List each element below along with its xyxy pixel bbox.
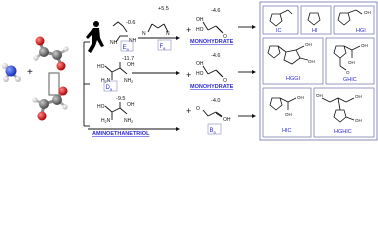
da-label-box [103, 80, 118, 92]
svg-text:OH: OH [355, 94, 362, 99]
nh-label: NH [110, 40, 118, 46]
aminoethanetriol-label: AMINOETHANETRIOL [92, 131, 150, 137]
svg-text:OH: OH [364, 10, 371, 15]
carbon-atom [52, 95, 62, 105]
svg-text:OH: OH [297, 95, 304, 100]
energy-minus-11-7: -11.7 [122, 56, 134, 62]
ho-label: HO [196, 27, 204, 33]
nh2-label: NH2 [124, 118, 133, 124]
ba-label-box [207, 123, 222, 135]
ea-label-box [120, 40, 134, 52]
oxygen-atom [58, 86, 68, 96]
reaction-scheme-figure: + [2, 1, 378, 141]
svg-text:OH: OH [305, 42, 312, 47]
oxygen-atom [37, 111, 47, 121]
arrow-head [176, 36, 180, 40]
aminoethanetriol-structure [104, 102, 128, 120]
product-hi-box: HI [300, 5, 332, 35]
energy-minus-4-6-mid: -4.6 [211, 53, 220, 59]
svg-text:O: O [346, 70, 350, 75]
carbon-atom [39, 47, 49, 57]
product-hghic-box: OH OH OH HGHIC [313, 87, 375, 138]
energy-minus-0-6: -0.6 [126, 20, 135, 26]
ho-label: HO [97, 104, 105, 110]
product-hic-label: HIC [282, 128, 292, 134]
nitrogen-atom [5, 65, 17, 77]
oh-label: OH [127, 102, 135, 108]
o-label: O [223, 78, 227, 84]
product-hic-box: OH OH HIC [262, 87, 312, 138]
monohydrate-top-label: MONOHYDRATE [190, 39, 234, 45]
svg-text:OH: OH [355, 118, 362, 123]
o-label: O [223, 34, 227, 40]
ba-label: Ba [210, 128, 217, 135]
hydrogen-atom [15, 76, 21, 82]
ho-label: HO [97, 64, 105, 70]
oh-label: OH [196, 17, 204, 23]
hydrogen-atom [3, 76, 9, 82]
pathway-branch-lines [83, 41, 90, 127]
top-reactant-structure [112, 21, 128, 43]
oh-label: OH [196, 61, 204, 67]
ammonia-3d-model [2, 63, 21, 82]
product-ghic-box: OH OH O GHIC [325, 37, 375, 85]
energy-minus-9-5: -9.5 [116, 96, 125, 102]
product-ghic-label: GHIC [343, 77, 357, 83]
plus-sign: + [186, 106, 191, 116]
products-panel [259, 1, 378, 141]
n-label: N [142, 31, 146, 37]
o-label: O [196, 106, 200, 112]
product-ic-label: IC [276, 28, 282, 34]
hydroxyacetaldehyde-structure [202, 109, 223, 118]
energy-minus-4-6-top: -4.6 [211, 8, 220, 14]
svg-text:OH: OH [316, 93, 323, 98]
monohydrate-mid-label: MONOHYDRATE [190, 84, 234, 90]
product-hi-label: HI [312, 28, 318, 34]
svg-text:OH: OH [308, 59, 315, 64]
oxygen-atom [56, 61, 66, 71]
energy-minus-4-0: -4.0 [211, 98, 220, 104]
product-hggi-label: HGGI [286, 76, 301, 82]
plus-sign: + [186, 70, 191, 80]
oxygen-atom [35, 36, 45, 46]
product-hgi-label: HGI [356, 28, 366, 34]
n-label: N [166, 31, 170, 37]
hydrogen-atom [2, 63, 8, 69]
svg-text:OH: OH [285, 112, 292, 117]
svg-text:OH: OH [348, 60, 355, 65]
ea-label: Ea [123, 45, 130, 52]
energy-plus-5-5: +5.5 [158, 6, 169, 12]
product-hghic-label: HGHIC [334, 129, 352, 135]
glyoxal-dimer-3d-model [32, 36, 69, 121]
plus-sign: + [186, 25, 191, 35]
fa-intermediate-structure [147, 23, 169, 33]
h2n-label: H2N [101, 118, 111, 124]
ho-label: HO [196, 71, 204, 77]
diamine-diol-structure [104, 62, 128, 80]
svg-text:OH: OH [361, 43, 368, 48]
oh-label: OH [223, 117, 231, 123]
walking-person-icon [86, 21, 104, 53]
monohydrate-top-structure [202, 21, 224, 34]
carbon-atom [39, 99, 49, 109]
product-ic-box: IC [262, 5, 299, 35]
plus-sign-left: + [27, 67, 33, 78]
reaction-scheme-svg: + [2, 1, 378, 141]
product-hgi-box: OH HGI [333, 5, 375, 35]
oh-label: OH [127, 62, 135, 68]
da-label: Da [106, 85, 113, 92]
nh2-label: NH2 [124, 78, 133, 84]
fa-label: Fa [160, 44, 167, 51]
carbon-atom [52, 50, 62, 60]
fa-label-box [157, 39, 172, 51]
product-hggi-box: OH OH HGGI [262, 37, 324, 85]
monohydrate-mid-structure [202, 65, 224, 78]
